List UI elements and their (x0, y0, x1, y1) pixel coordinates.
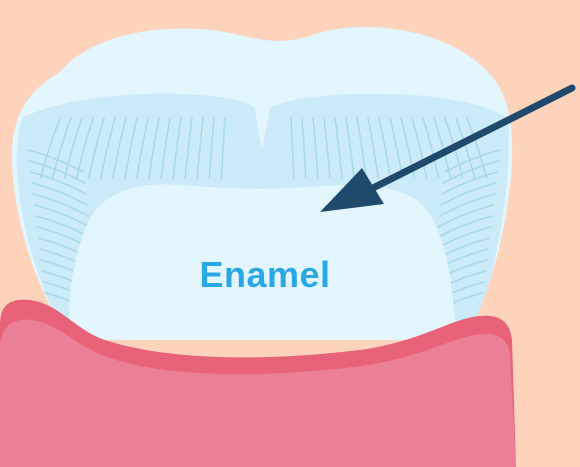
enamel-striation (220, 117, 226, 179)
enamel-striation (378, 117, 392, 179)
enamel-striation (345, 117, 355, 179)
enamel-striation (100, 117, 116, 179)
enamel-striation (184, 117, 193, 179)
enamel-striation (422, 117, 440, 179)
enamel-striation (136, 117, 149, 179)
enamel-striation (29, 171, 87, 195)
enamel-striation (27, 149, 84, 173)
enamel-striations (27, 117, 501, 316)
enamel-striation (32, 193, 90, 217)
enamel-striation (88, 117, 105, 179)
enamel-striation (160, 117, 171, 179)
enamel-striation (323, 117, 331, 179)
enamel-striation (442, 160, 500, 184)
enamel-striation (196, 117, 204, 179)
enamel-striation (437, 204, 495, 228)
enamel-striation (334, 117, 343, 179)
enamel-striation (312, 117, 319, 179)
enamel-striation (75, 117, 94, 179)
enamel-striation (438, 193, 496, 217)
enamel-striation (208, 117, 215, 179)
enamel-striation (441, 171, 499, 195)
enamel-striation (39, 117, 61, 179)
enamel-striation (356, 117, 367, 179)
enamel-striation (124, 117, 138, 179)
enamel-striation (51, 117, 72, 179)
enamel-striation (172, 117, 182, 179)
gum-body (0, 319, 516, 467)
enamel-striation (290, 117, 295, 179)
enamel-striation (148, 117, 160, 179)
arrow-shaft (361, 84, 576, 196)
enamel-striation (28, 160, 86, 184)
enamel-striation (444, 149, 501, 173)
enamel-label: Enamel (199, 254, 331, 295)
enamel-striation (440, 182, 497, 206)
enamel-striation (112, 117, 127, 179)
arrow-head (320, 168, 384, 212)
dentin-core (69, 184, 456, 340)
enamel-striation (367, 117, 379, 179)
enamel-striation (33, 204, 91, 228)
enamel-striation (31, 182, 88, 206)
enamel-striation (400, 117, 416, 179)
enamel-striation (455, 117, 476, 179)
arrow-pointer (320, 84, 576, 212)
enamel-striation (466, 117, 488, 179)
enamel-striation (411, 117, 428, 179)
enamel-striation (301, 117, 307, 179)
enamel-striation (436, 215, 493, 239)
